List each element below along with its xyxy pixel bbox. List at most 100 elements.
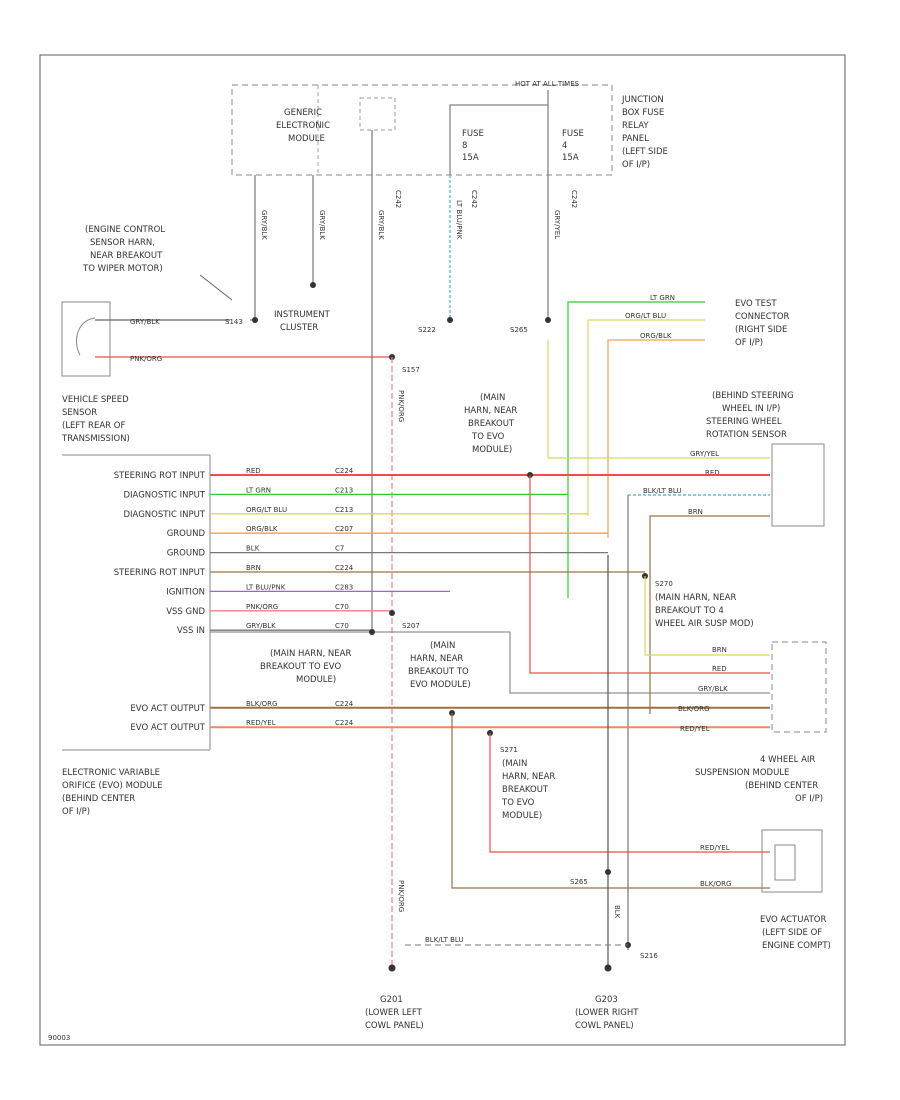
pin-circuit: C224 — [335, 700, 354, 708]
svg-text:ORG/LT BLU: ORG/LT BLU — [625, 312, 666, 320]
svg-text:HARN, NEAR: HARN, NEAR — [502, 772, 555, 782]
svg-text:(BEHIND STEERING: (BEHIND STEERING — [712, 391, 794, 401]
svg-text:C242: C242 — [470, 190, 478, 208]
svg-text:MODULE): MODULE) — [502, 811, 542, 821]
pin-wire-color: BLK — [246, 545, 260, 553]
s270-note: (MAIN HARN, NEAR BREAKOUT TO 4 WHEEL AIR… — [655, 593, 754, 629]
engine-control-label: (ENGINE CONTROL SENSOR HARN, NEAR BREAKO… — [82, 225, 165, 274]
ground-wire-label: BLK/LT BLU — [425, 936, 464, 944]
svg-text:(MAIN HARN, NEAR: (MAIN HARN, NEAR — [655, 593, 736, 603]
svg-text:INSTRUMENT: INSTRUMENT — [274, 310, 331, 320]
svg-text:EVO MODULE): EVO MODULE) — [410, 680, 471, 690]
pin-label: GROUND — [167, 549, 206, 559]
splice-s271: S271 — [500, 746, 518, 754]
pin-wire-color: PNK/ORG — [246, 603, 278, 611]
air-suspension-label: 4 WHEEL AIR SUSPENSION MODULE (BEHIND CE… — [695, 755, 823, 804]
harn-breakout-note: (MAIN HARN, NEAR BREAKOUT TO EVO MODULE) — [464, 393, 517, 455]
svg-text:G203: G203 — [595, 995, 618, 1005]
splice-s265b: S265 — [570, 878, 588, 886]
actuator-wire-labels: RED/YEL BLK/ORG — [700, 844, 731, 888]
svg-text:(LOWER LEFT: (LOWER LEFT — [365, 1008, 423, 1018]
svg-text:BREAKOUT TO 4: BREAKOUT TO 4 — [655, 606, 724, 616]
svg-text:TRANSMISSION): TRANSMISSION) — [61, 434, 130, 444]
svg-text:HARN, NEAR: HARN, NEAR — [410, 654, 463, 664]
svg-text:BREAKOUT TO: BREAKOUT TO — [408, 667, 469, 677]
pin-circuit: C224 — [335, 719, 354, 727]
svg-text:OF I/P): OF I/P) — [795, 794, 823, 804]
svg-text:(LEFT REAR OF: (LEFT REAR OF — [62, 421, 125, 431]
fuse-8: FUSE 8 15A — [462, 129, 484, 163]
air-suspension-module-box — [771, 641, 827, 733]
svg-text:C242: C242 — [570, 190, 578, 208]
svg-text:(RIGHT SIDE: (RIGHT SIDE — [735, 325, 787, 335]
pin-wire-color: BRN — [246, 564, 261, 572]
svg-text:GENERIC: GENERIC — [284, 108, 322, 118]
svg-text:BLK/ORG: BLK/ORG — [678, 705, 709, 713]
fuse-4: FUSE 4 15A — [562, 129, 584, 163]
svg-text:STEERING WHEEL: STEERING WHEEL — [706, 417, 782, 427]
evo-module-label: ELECTRONIC VARIABLE ORIFICE (EVO) MODULE… — [62, 768, 162, 817]
svg-text:(MAIN HARN, NEAR: (MAIN HARN, NEAR — [270, 649, 351, 659]
svg-text:COWL PANEL): COWL PANEL) — [365, 1021, 424, 1031]
svg-text:EVO TEST: EVO TEST — [735, 299, 777, 309]
svg-text:BREAKOUT: BREAKOUT — [468, 419, 515, 429]
svg-text:BLK/ORG: BLK/ORG — [700, 880, 731, 888]
svg-text:(MAIN: (MAIN — [480, 393, 505, 403]
svg-text:EVO ACTUATOR: EVO ACTUATOR — [760, 915, 826, 925]
evo-actuator-label: EVO ACTUATOR (LEFT SIDE OF ENGINE COMPT) — [760, 915, 831, 951]
svg-text:MODULE): MODULE) — [296, 675, 336, 685]
outer-frame — [39, 54, 846, 1046]
svg-text:(LEFT SIDE: (LEFT SIDE — [622, 147, 668, 157]
svg-text:CLUSTER: CLUSTER — [280, 323, 318, 333]
svg-text:SENSOR: SENSOR — [62, 408, 97, 418]
pin-circuit: C7 — [335, 545, 344, 553]
splice-s207: S207 — [402, 622, 420, 630]
air-wire-labels: BRN RED GRY/BLK BLK/ORG RED/YEL — [678, 646, 728, 733]
svg-text:FUSE: FUSE — [462, 129, 484, 139]
svg-text:BREAKOUT: BREAKOUT — [502, 785, 549, 795]
pin-wire-color: GRY/BLK — [246, 622, 276, 630]
svg-text:8: 8 — [462, 141, 467, 151]
svg-text:GRY/BLK: GRY/BLK — [318, 210, 326, 240]
generic-module-box — [359, 97, 396, 131]
steering-sensor-box — [771, 443, 825, 527]
vss-sensor-box — [61, 301, 111, 377]
svg-text:GRY/BLK: GRY/BLK — [260, 210, 268, 240]
svg-text:ORG/BLK: ORG/BLK — [640, 332, 672, 340]
s271-note: (MAIN HARN, NEAR BREAKOUT TO EVO MODULE) — [501, 759, 555, 821]
pin-circuit: C283 — [335, 583, 353, 591]
splice-s270: S270 — [655, 580, 673, 588]
svg-text:RED/YEL: RED/YEL — [680, 725, 710, 733]
pin-circuit: C213 — [335, 506, 353, 514]
svg-text:BOX FUSE: BOX FUSE — [622, 108, 664, 118]
vss-wire-pnkorg: PNK/ORG — [130, 355, 162, 363]
svg-text:C242: C242 — [394, 190, 402, 208]
svg-text:OF I/P): OF I/P) — [735, 338, 763, 348]
jb-wire-labels: GRY/BLK GRY/BLK GRY/BLK C242 LT BLU/PNK … — [260, 190, 578, 240]
svg-text:CONNECTOR: CONNECTOR — [735, 312, 790, 322]
splice-s265: S265 — [510, 326, 528, 334]
svg-text:RED/YEL: RED/YEL — [700, 844, 730, 852]
pin-circuit: C207 — [335, 525, 353, 533]
pin-wire-color: ORG/BLK — [246, 525, 278, 533]
svg-text:ENGINE COMPT): ENGINE COMPT) — [762, 941, 831, 951]
svg-text:VEHICLE SPEED: VEHICLE SPEED — [62, 395, 129, 405]
vss-label: VEHICLE SPEED SENSOR (LEFT REAR OF TRANS… — [61, 395, 130, 444]
svg-text:TO EVO: TO EVO — [471, 432, 505, 442]
svg-text:LT BLU/PNK: LT BLU/PNK — [455, 200, 463, 240]
pin-label: VSS IN — [177, 626, 205, 636]
steering-wire-labels: GRY/YEL RED BLK/LT BLU BRN — [643, 450, 720, 516]
pin-wire-color: LT BLU/PNK — [246, 583, 286, 591]
evo-actuator-box — [761, 829, 823, 893]
svg-text:15A: 15A — [562, 153, 579, 163]
splice-s222: S222 — [418, 326, 436, 334]
svg-text:(LEFT SIDE OF: (LEFT SIDE OF — [762, 928, 822, 938]
svg-text:ROTATION SENSOR: ROTATION SENSOR — [706, 430, 787, 440]
svg-text:PANEL: PANEL — [622, 134, 649, 144]
pin-circuit: C70 — [335, 622, 349, 630]
svg-text:HARN, NEAR: HARN, NEAR — [464, 406, 517, 416]
svg-text:NEAR BREAKOUT: NEAR BREAKOUT — [90, 251, 163, 261]
svg-text:15A: 15A — [462, 153, 479, 163]
pin-label: DIAGNOSTIC INPUT — [124, 510, 206, 520]
svg-text:MODULE): MODULE) — [472, 445, 512, 455]
